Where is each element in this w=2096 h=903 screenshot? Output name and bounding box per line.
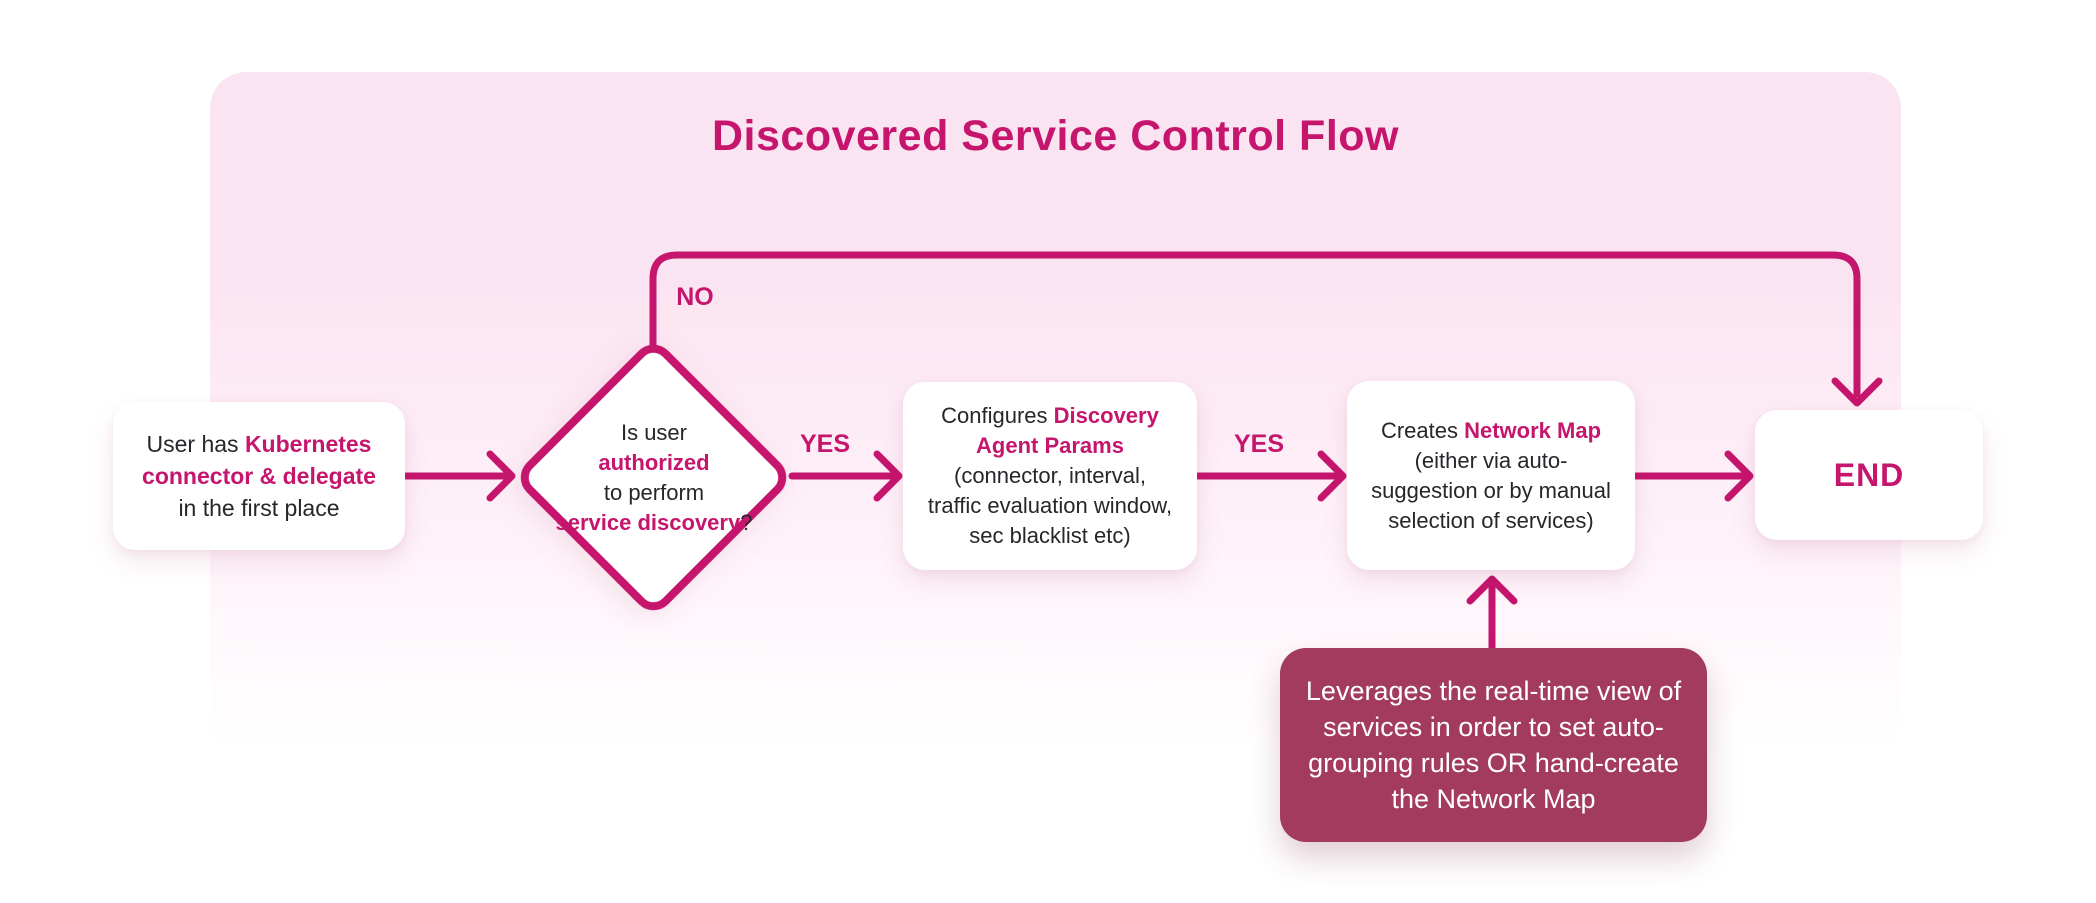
- node-create-network-map: Creates Network Map(either via auto-sugg…: [1347, 381, 1635, 570]
- arrowhead-no-into-end: [1831, 377, 1883, 407]
- decision-diamond-shape: [520, 344, 787, 611]
- edge-label-yes-create: YES: [1233, 430, 1285, 458]
- arrowhead-decision-configure: [873, 450, 903, 502]
- arrowhead-create-end: [1724, 450, 1754, 502]
- node-create-text: Creates Network Map(either via auto-sugg…: [1371, 417, 1611, 533]
- edge-label-no: NO: [676, 283, 714, 311]
- diagram-title: Discovered Service Control Flow: [712, 112, 1399, 160]
- arrowhead-note-create: [1466, 575, 1518, 605]
- arrowhead-configure-create: [1317, 450, 1347, 502]
- edge-label-yes-configure: YES: [799, 430, 851, 458]
- arrowhead-start-decision: [486, 450, 516, 502]
- node-end: END: [1755, 410, 1983, 540]
- connector-no-loop: [649, 251, 1861, 398]
- end-label: END: [1833, 456, 1905, 493]
